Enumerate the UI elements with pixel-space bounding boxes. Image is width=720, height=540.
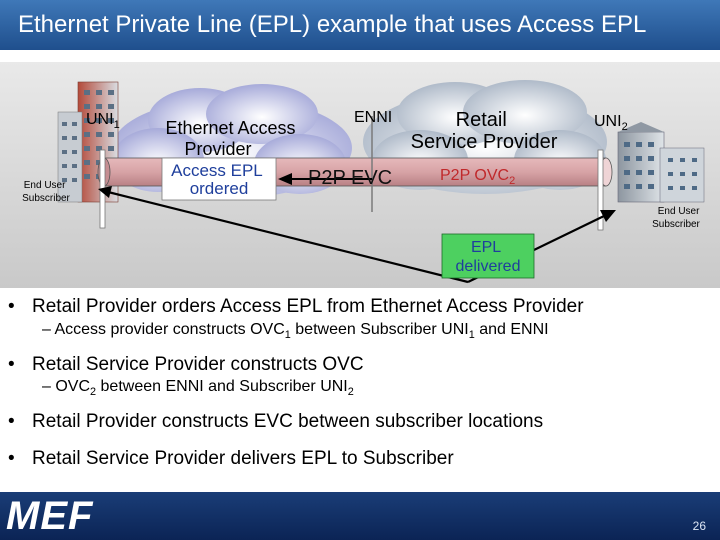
mef-logo: MEF [6, 494, 94, 538]
epl-delivered-callout [441, 233, 535, 279]
p2p-evc-label: P2P EVC [308, 167, 392, 189]
ethernet-access-provider-label: Ethernet Access Provider [165, 118, 300, 159]
enni-label: ENNI [354, 109, 392, 126]
sub-bullet-access-ovc1: – Access provider constructs OVC1 betwee… [42, 321, 549, 342]
uni2-interface-marker [597, 149, 604, 231]
footer-bar: MEF 26 [0, 492, 720, 540]
bullet-retail-orders: •Retail Provider orders Access EPL from … [8, 296, 584, 317]
p2p-ovc2-label: P2P OVC2 [440, 167, 515, 187]
end-user-subscriber-left-label: End User Subscriber [22, 180, 70, 204]
slide-title: Ethernet Private Line (EPL) example that… [18, 11, 647, 38]
right-building-icon [617, 122, 705, 203]
bullet-delivers-epl: •Retail Service Provider delivers EPL to… [8, 448, 454, 469]
uni1-label: UNI1 [86, 111, 120, 131]
bullet-retail-constructs-ovc: •Retail Service Provider constructs OVC [8, 354, 364, 375]
access-epl-ordered-label: Access EPL ordered [171, 161, 267, 198]
title-bar: Ethernet Private Line (EPL) example that… [0, 0, 720, 50]
sub-bullet-ovc2: – OVC2 between ENNI and Subscriber UNI2 [42, 378, 354, 399]
page-number: 26 [692, 519, 706, 533]
left-building-icon [57, 81, 119, 203]
uni2-label: UNI2 [594, 113, 628, 133]
epl-delivered-label: EPL delivered [456, 239, 521, 275]
end-user-subscriber-right-label: End User Subscriber [652, 206, 702, 230]
order-arrow [278, 173, 372, 185]
access-epl-ordered-box [161, 157, 277, 201]
network-diagram: UNI1 End User Subscriber Ethernet Access… [0, 62, 720, 288]
retail-service-provider-label: Retail Service Provider [411, 109, 558, 153]
bullet-constructs-evc: •Retail Provider constructs EVC between … [8, 411, 544, 432]
